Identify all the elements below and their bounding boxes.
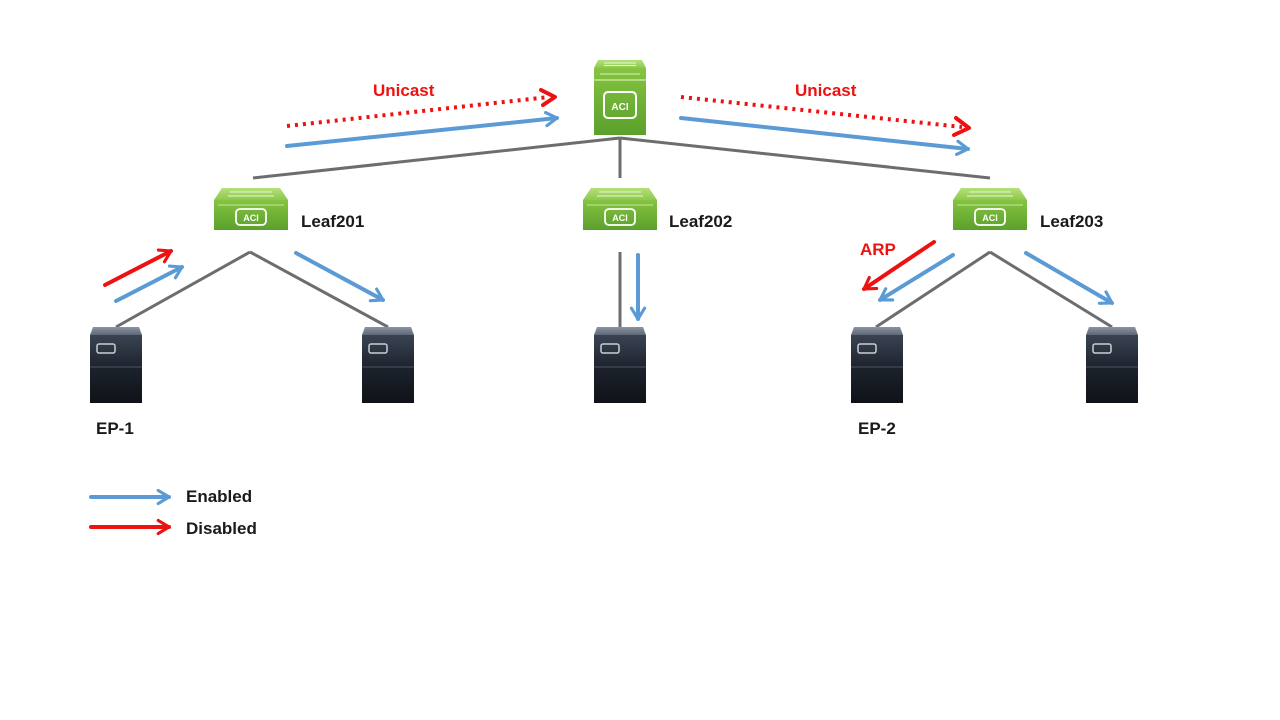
spine-switch: ACI: [594, 60, 646, 135]
spine-right-blue-arrow: [679, 116, 970, 156]
leaf203-label: Leaf203: [1040, 212, 1103, 231]
legend-enabled-label: Enabled: [186, 487, 252, 506]
leaf201-label: Leaf201: [301, 212, 364, 231]
leaf203-server5-blue-arrow: [1024, 251, 1114, 305]
endpoint-ep2: EP-2: [851, 327, 903, 438]
leaf203-ep2-blue-arrow: [878, 253, 955, 302]
server-icon: [594, 327, 646, 403]
aci-switch-icon: ACI: [953, 188, 1027, 230]
ep1-blue-arrow: [114, 264, 184, 303]
server-icon: [851, 327, 903, 403]
aci-switch-icon: ACI: [594, 60, 646, 135]
leaf201-down-blue-arrow: [294, 251, 385, 303]
leaf-switch-202: ACI Leaf202: [583, 188, 732, 231]
link-spine-leaf201: [252, 136, 621, 180]
ep1-red-arrow: [103, 248, 173, 287]
arp-red-arrow: [862, 240, 936, 291]
spine-aci-badge: ACI: [611, 102, 628, 113]
endpoint-server-2: [362, 327, 414, 403]
legend: Enabled Disabled: [89, 487, 257, 538]
link-leaf201-ep1: [115, 250, 251, 329]
link-leaf203-server5: [989, 250, 1113, 329]
spine-left-blue-arrow: [285, 110, 559, 148]
server-icon: [362, 327, 414, 403]
flow-arrows: Unicast Unicast ARP: [103, 81, 1114, 321]
unicast-right-red-arrowhead: [952, 116, 971, 137]
server-icon: [90, 327, 142, 403]
legend-disabled-label: Disabled: [186, 519, 257, 538]
leaf202-label: Leaf202: [669, 212, 732, 231]
leaf-switch-203: ACI Leaf203: [953, 188, 1103, 231]
link-spine-leaf203: [619, 136, 991, 180]
ep2-label: EP-2: [858, 419, 896, 438]
server-icon: [1086, 327, 1138, 403]
unicast-right-label: Unicast: [795, 81, 857, 100]
aci-switch-icon: ACI: [583, 188, 657, 230]
leaf202-aci-badge: ACI: [612, 213, 628, 223]
unicast-left-label: Unicast: [373, 81, 435, 100]
unicast-left-red-arrowhead: [539, 88, 557, 107]
endpoint-ep1: EP-1: [90, 327, 142, 438]
aci-switch-icon: ACI: [214, 188, 288, 230]
link-leaf203-ep2: [875, 250, 991, 329]
arp-label: ARP: [860, 240, 896, 259]
ep1-label: EP-1: [96, 419, 134, 438]
leaf-switch-201: ACI Leaf201: [214, 188, 364, 231]
leaf201-aci-badge: ACI: [243, 213, 259, 223]
endpoint-server-3: [594, 327, 646, 403]
endpoint-server-5: [1086, 327, 1138, 403]
leaf203-aci-badge: ACI: [982, 213, 998, 223]
link-leaf201-server2: [249, 250, 389, 329]
topology-links: [115, 136, 1113, 329]
